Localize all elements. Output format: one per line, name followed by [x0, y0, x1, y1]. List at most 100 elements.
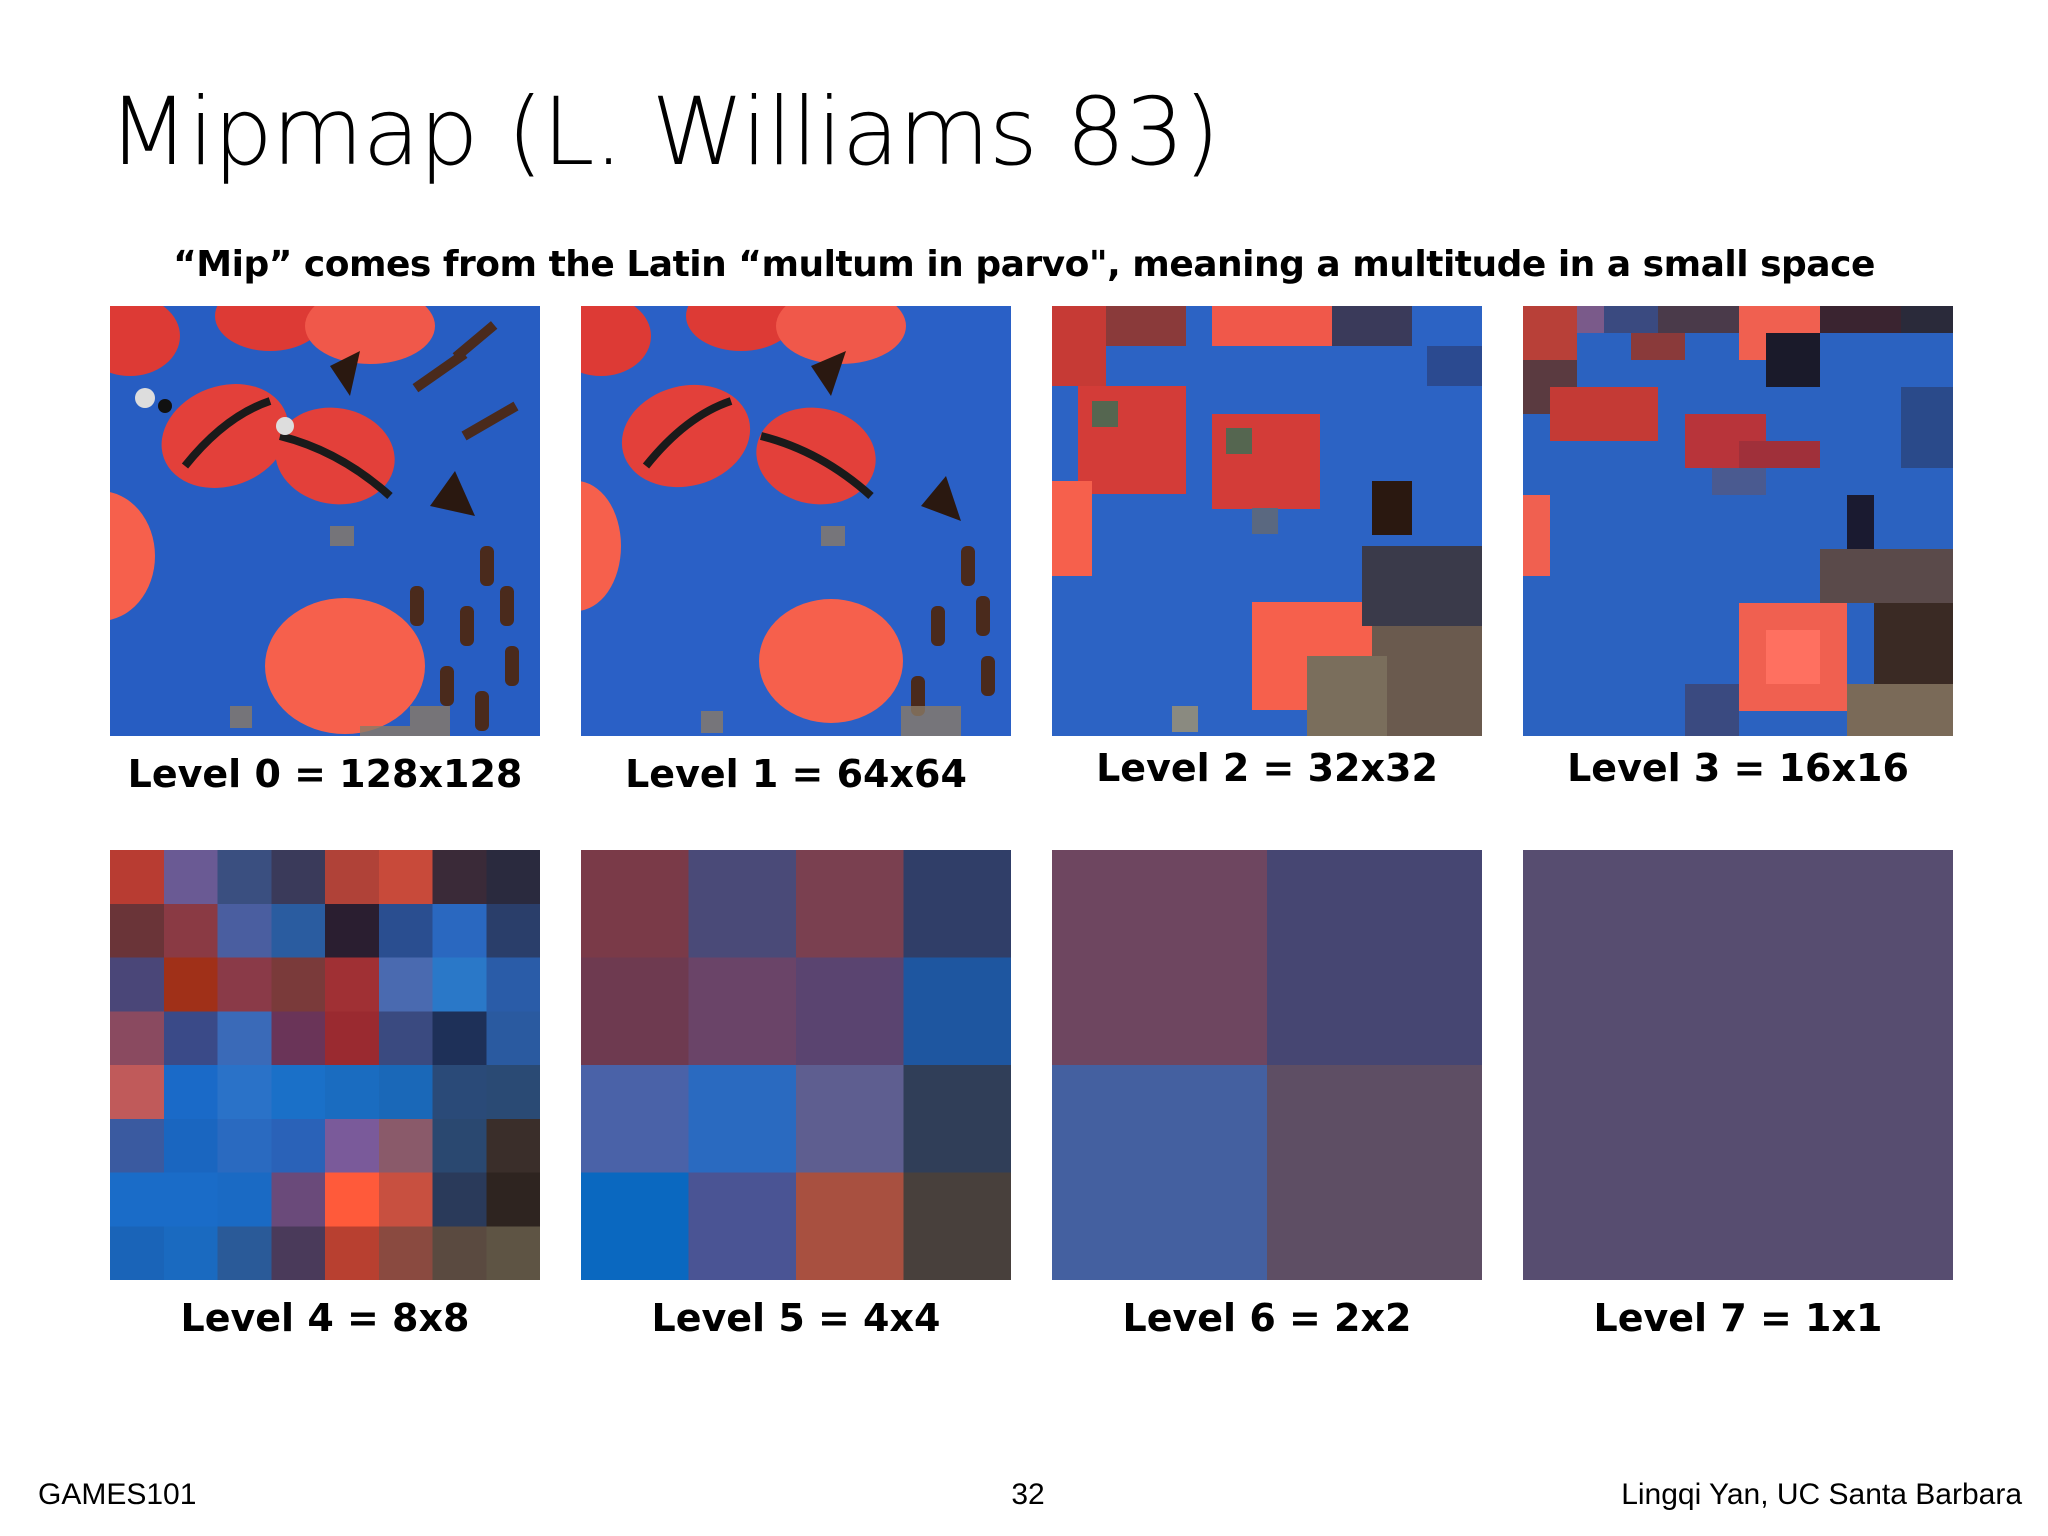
mip-texel [581, 1172, 691, 1280]
mip-texel [581, 1065, 691, 1175]
mip-texel [796, 1172, 906, 1280]
mip-texel [271, 1011, 327, 1067]
mip-texel [325, 1065, 380, 1120]
mip-texel [325, 1011, 380, 1067]
mip-texel [163, 957, 219, 1013]
mip-texel [1052, 1065, 1272, 1280]
level-4-caption: Level 4 = 8x8 [180, 1296, 470, 1340]
mip-texel [688, 1065, 799, 1175]
level-7-pixel-grid [1523, 850, 1953, 1280]
mip-texel [378, 1226, 434, 1280]
mip-texel [378, 957, 434, 1013]
level-1-caption: Level 1 = 64x64 [625, 752, 967, 796]
slide-title: Mipmap (L. Williams 83) [108, 78, 1220, 187]
mip-texel [217, 1065, 273, 1120]
level-2-caption: Level 2 = 32x32 [1096, 746, 1438, 790]
mip-texel [688, 1172, 799, 1280]
mip-texel [903, 1065, 1011, 1175]
mip-texel [325, 903, 380, 959]
mip-texel [217, 1226, 273, 1280]
ladybug-texture-half [581, 306, 1011, 736]
mipmap-level-5-image [581, 850, 1011, 1280]
mipmap-level-0-image [110, 306, 540, 736]
level-5-pixel-grid [581, 850, 1011, 1280]
mip-texel [486, 1118, 540, 1174]
mip-texel [1267, 1065, 1482, 1280]
mip-texel [688, 850, 799, 960]
mip-texel [796, 1065, 906, 1175]
mip-texel [486, 1226, 540, 1280]
mip-texel [163, 1118, 219, 1174]
mip-texel [581, 850, 691, 960]
mipmap-level-4-image [110, 850, 540, 1280]
level-6-caption: Level 6 = 2x2 [1122, 1296, 1412, 1340]
mip-texel [325, 1226, 380, 1280]
mip-texel [110, 903, 165, 959]
level-5-caption: Level 5 = 4x4 [651, 1296, 941, 1340]
mip-texel [432, 1118, 488, 1174]
mip-texel [796, 957, 906, 1068]
level-6-pixel-grid [1052, 850, 1482, 1280]
mip-texel [271, 1065, 327, 1120]
mip-texel [486, 1011, 540, 1067]
mip-texel [378, 850, 434, 905]
mip-texel [581, 957, 691, 1068]
mip-texel [378, 903, 434, 959]
mipmap-level-6-image [1052, 850, 1482, 1280]
mip-texel [325, 850, 380, 905]
mip-texel [432, 1011, 488, 1067]
mip-texel [325, 957, 380, 1013]
mip-texel [271, 1172, 327, 1228]
mip-texel [163, 1065, 219, 1120]
mip-texel [325, 1172, 380, 1228]
mip-texel [325, 1118, 380, 1174]
mip-texel [217, 850, 273, 905]
mip-texel [271, 850, 327, 905]
ladybug-texture-blocky [1523, 306, 1953, 736]
slide-subtitle: “Mip” comes from the Latin “multum in pa… [173, 244, 1875, 285]
mip-texel [217, 1172, 273, 1228]
mip-texel [486, 1065, 540, 1120]
mip-texel [432, 1172, 488, 1228]
mip-texel [432, 850, 488, 905]
level-0-caption: Level 0 = 128x128 [127, 752, 523, 796]
ladybug-texture-pixelated [1052, 306, 1482, 736]
mipmap-level-1-image [581, 306, 1011, 736]
mip-texel [688, 957, 799, 1068]
mip-texel [378, 1065, 434, 1120]
mip-texel [903, 1172, 1011, 1280]
mip-texel [432, 957, 488, 1013]
mip-texel [163, 850, 219, 905]
mip-texel [110, 1118, 165, 1174]
mip-texel [271, 1118, 327, 1174]
mip-texel [271, 1226, 327, 1280]
mip-texel [432, 1226, 488, 1280]
mip-texel [271, 903, 327, 959]
mip-texel [271, 957, 327, 1013]
mip-texel [1052, 850, 1272, 1070]
mip-texel [110, 1065, 165, 1120]
course-name: GAMES101 [38, 1478, 197, 1511]
mip-texel [378, 1118, 434, 1174]
mipmap-level-2-image [1052, 306, 1482, 736]
mip-texel [1267, 850, 1482, 1070]
mip-texel [1523, 850, 1953, 1280]
mip-texel [486, 957, 540, 1013]
level-7-caption: Level 7 = 1x1 [1593, 1296, 1883, 1340]
mip-texel [432, 903, 488, 959]
mip-texel [217, 957, 273, 1013]
ladybug-texture-full [110, 306, 540, 736]
mip-texel [486, 850, 540, 905]
mip-texel [378, 1011, 434, 1067]
mip-texel [486, 903, 540, 959]
mip-texel [163, 1172, 219, 1228]
page-number: 32 [1011, 1478, 1045, 1511]
mip-texel [903, 850, 1011, 960]
mip-texel [163, 1226, 219, 1280]
mip-texel [217, 1118, 273, 1174]
mip-texel [796, 850, 906, 960]
level-3-caption: Level 3 = 16x16 [1567, 746, 1909, 790]
mip-texel [378, 1172, 434, 1228]
mip-texel [432, 1065, 488, 1120]
mipmap-level-3-image [1523, 306, 1953, 736]
